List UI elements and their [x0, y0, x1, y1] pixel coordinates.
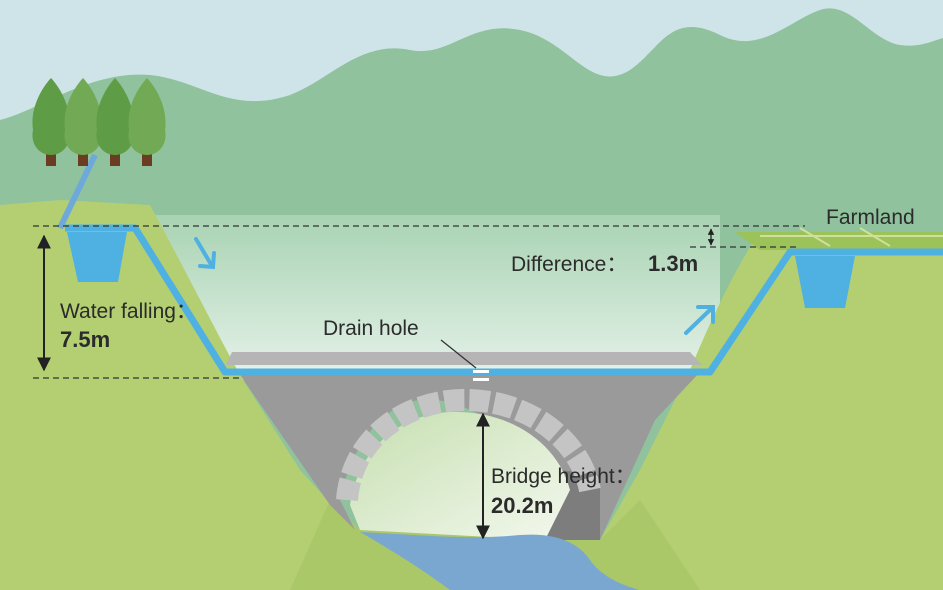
tree-icon — [128, 78, 166, 166]
drain-hole — [473, 378, 489, 381]
drain-hole-leader — [440, 339, 477, 369]
bridge-arch-opening — [350, 411, 570, 540]
river — [360, 532, 640, 590]
drain-hole — [473, 370, 489, 373]
flow-arrow-icon — [194, 237, 216, 270]
farmland-stripe — [760, 227, 943, 247]
bridge-height-label: Bridge height： — [491, 465, 636, 488]
left-basin — [67, 232, 127, 282]
farmland-field — [735, 232, 943, 250]
difference-label: Difference： — [511, 253, 628, 276]
right-hill — [560, 232, 943, 590]
bridge-height-value: 20.2m — [491, 493, 554, 518]
left-hill — [0, 200, 400, 590]
water-falling-value: 7.5m — [60, 327, 111, 352]
flow-arrow-icon — [684, 305, 715, 335]
difference-value: 1.3m — [648, 251, 699, 276]
bridge-arch-stones — [336, 388, 601, 502]
tree-icon — [96, 78, 134, 166]
water-channel — [65, 224, 943, 376]
inflow-stream — [57, 153, 98, 230]
valley-air — [150, 215, 720, 380]
drain-hole-label: Drain hole — [323, 317, 419, 340]
farmland-label: Farmland — [826, 206, 915, 229]
tree-icon — [32, 78, 70, 166]
tree-icon — [64, 78, 102, 166]
water-falling-label: Water falling： — [60, 300, 197, 323]
right-basin — [795, 256, 855, 308]
